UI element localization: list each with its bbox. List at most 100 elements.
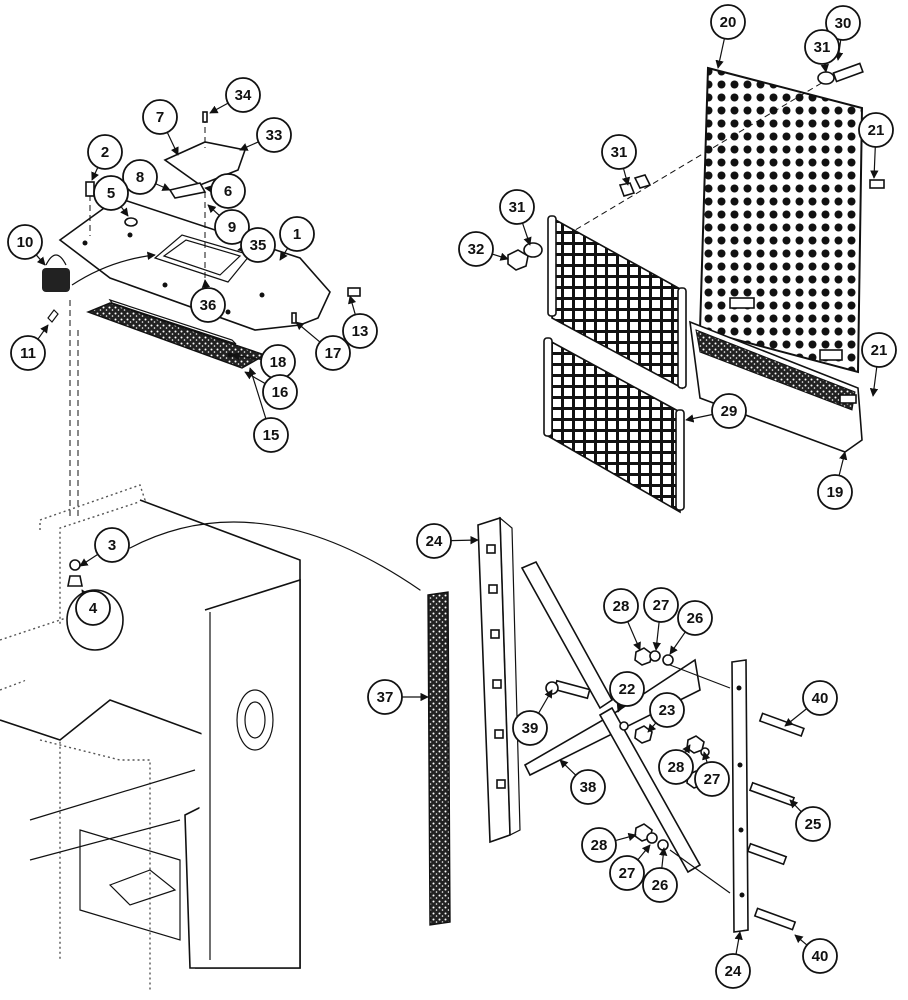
- callout-circle: [715, 953, 751, 989]
- callout-label: 31: [611, 144, 628, 161]
- callout-c4: 4: [75, 590, 111, 626]
- callout-c1: 1: [279, 216, 315, 252]
- leader-line-c13: [348, 295, 357, 315]
- padlock-icon: [45, 254, 67, 266]
- callout-c7: 7: [142, 99, 178, 135]
- callout-circle: [710, 4, 746, 40]
- leader-line-c2: [91, 167, 99, 181]
- callout-c28b: 28: [658, 749, 694, 785]
- callout-c16: 16: [262, 374, 298, 410]
- callout-c31b: 31: [601, 134, 637, 170]
- callout-circle: [601, 134, 637, 170]
- callout-label: 25: [805, 816, 822, 833]
- leader-line-c27a: [652, 621, 662, 651]
- callout-c36: 36: [190, 287, 226, 323]
- callout-label: 22: [619, 681, 636, 698]
- callout-c17: 17: [315, 335, 351, 371]
- leader-line-c27b: [702, 751, 711, 763]
- callout-circle: [649, 692, 685, 728]
- callout-circle: [214, 209, 250, 245]
- leader-lines: [35, 38, 879, 955]
- brace-38-upper: [520, 560, 614, 710]
- callout-circle: [210, 173, 246, 209]
- callout-c15: 15: [253, 417, 289, 453]
- leader-line-c8: [155, 183, 171, 191]
- leader-line-c22: [616, 703, 625, 713]
- callout-c29: 29: [711, 393, 747, 429]
- leader-line-c33: [239, 141, 259, 151]
- callout-circle: [795, 806, 831, 842]
- callout-c28a: 28: [603, 588, 639, 624]
- callout-c18: 18: [260, 344, 296, 380]
- leader-line-c31a: [820, 63, 829, 73]
- callout-circle: [279, 216, 315, 252]
- leader-line-c32: [492, 252, 509, 261]
- leader-line-c28b: [682, 744, 691, 754]
- callout-circle: [861, 332, 897, 368]
- leader-line-c27c: [637, 844, 651, 861]
- callout-circle: [711, 393, 747, 429]
- callout-c27a: 27: [643, 587, 679, 623]
- callout-circle: [458, 231, 494, 267]
- callout-label: 13: [352, 323, 369, 340]
- callout-label: 9: [228, 219, 236, 236]
- leader-line-c26a: [669, 631, 686, 655]
- callout-c25: 25: [795, 806, 831, 842]
- callout-label: 28: [668, 759, 685, 776]
- callout-circle: [416, 523, 452, 559]
- callout-circle: [94, 527, 130, 563]
- callout-circle: [240, 227, 276, 263]
- leader-line-c24b: [734, 931, 743, 955]
- leader-line-c39: [537, 689, 553, 714]
- callout-circle: [190, 287, 226, 323]
- leader-line-c31c: [521, 222, 532, 246]
- callout-circle: [93, 175, 129, 211]
- callout-c22: 22: [609, 671, 645, 707]
- callout-circle: [858, 112, 894, 148]
- callout-label: 37: [377, 689, 394, 706]
- leader-line-c21a: [870, 146, 879, 179]
- callout-label: 24: [725, 963, 742, 980]
- callout-circle: [315, 335, 351, 371]
- callout-circle: [643, 587, 679, 623]
- callout-circle: [802, 680, 838, 716]
- callout-circle: [75, 590, 111, 626]
- callout-circle: [512, 710, 548, 746]
- callout-label: 27: [653, 597, 670, 614]
- callout-circle: [609, 671, 645, 707]
- leader-line-c34: [209, 102, 229, 114]
- callout-label: 1: [293, 226, 301, 243]
- callout-label: 21: [871, 342, 888, 359]
- callout-c6: 6: [210, 173, 246, 209]
- callout-circle: [256, 117, 292, 153]
- leader-line-c10: [35, 254, 46, 266]
- leader-line-c19: [838, 451, 848, 476]
- leader-line-c31b: [621, 168, 631, 186]
- callout-label: 29: [721, 403, 738, 420]
- callout-circle: [570, 769, 606, 805]
- leader-line-c1: [279, 247, 289, 261]
- callout-c27c: 27: [609, 855, 645, 891]
- callout-c40b: 40: [802, 938, 838, 974]
- nut-32: [507, 249, 529, 271]
- leader-line-c28a: [627, 621, 641, 651]
- leader-line-c36: [201, 279, 211, 289]
- callout-c5: 5: [93, 175, 129, 211]
- callout-label: 11: [20, 345, 36, 362]
- callout-c21a: 21: [858, 112, 894, 148]
- callout-label: 4: [89, 600, 98, 617]
- callout-circle: [87, 134, 123, 170]
- rail-24-lower: [731, 659, 749, 933]
- callout-c20: 20: [710, 4, 746, 40]
- leader-line-c25: [789, 799, 802, 813]
- callout-c35: 35: [240, 227, 276, 263]
- callout-label: 33: [266, 127, 283, 144]
- bracket-assembly: [427, 516, 805, 933]
- callout-circle: [122, 159, 158, 195]
- callout-c11: 11: [10, 335, 46, 371]
- callout-c26a: 26: [677, 600, 713, 636]
- leader-line-c16: [244, 371, 266, 385]
- callout-label: 17: [325, 345, 342, 362]
